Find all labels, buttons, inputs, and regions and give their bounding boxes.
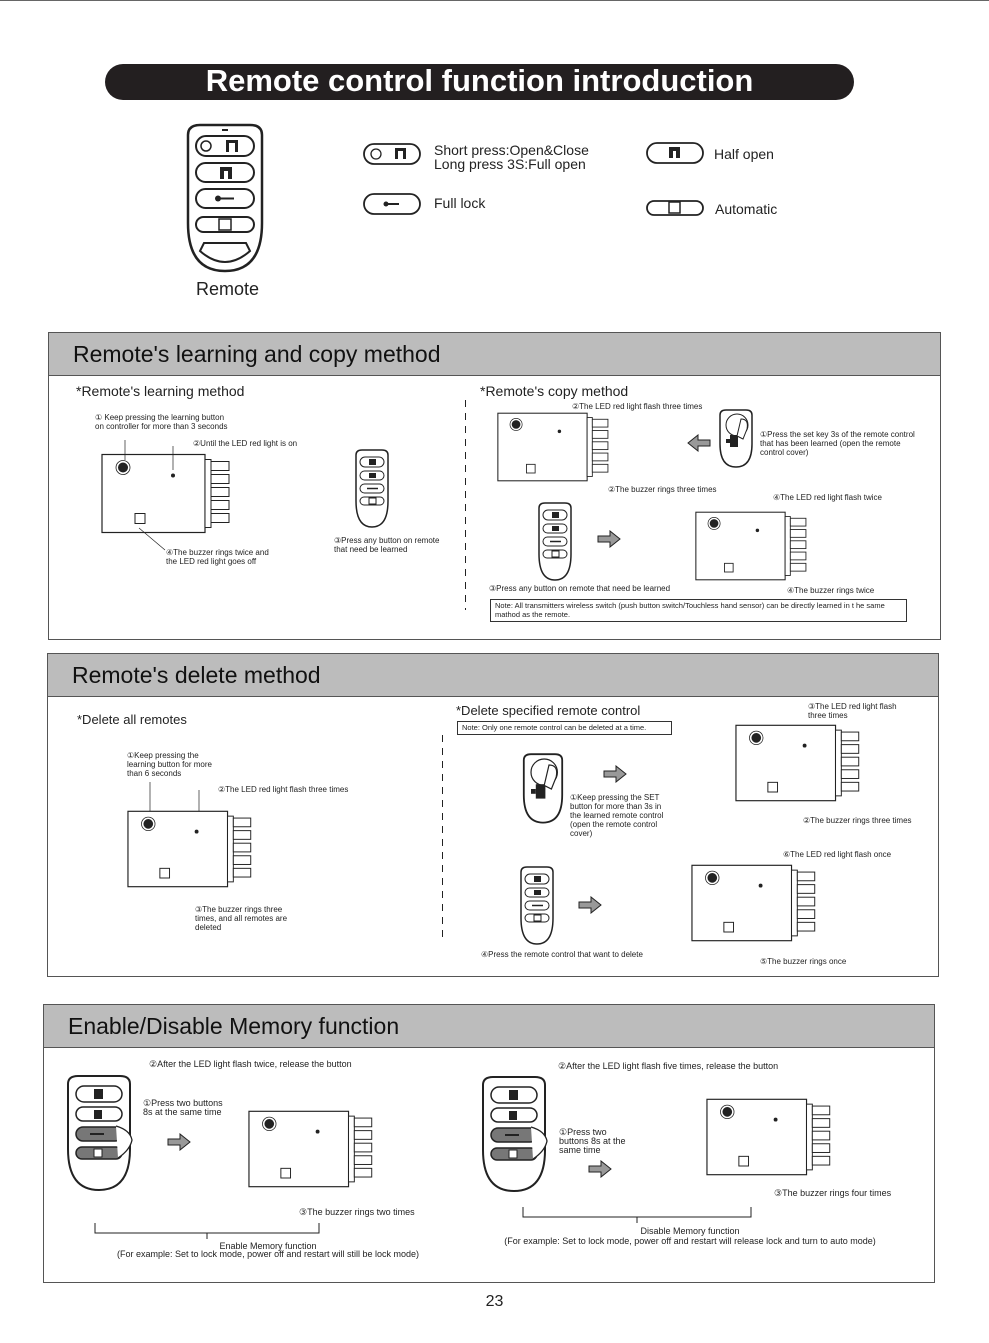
copy-step-1: ①Press the set key 3s of the remote cont… [760, 430, 915, 457]
legend-open-close-long: Long press 3S:Full open [434, 156, 586, 172]
copy-step-3: ③Press any button on remote that need be… [489, 584, 671, 593]
remote-label: Remote [195, 279, 260, 299]
delete-spec-step-2: ②The buzzer rings three times [803, 816, 912, 825]
disable-remote-pressed [482, 1076, 548, 1193]
automatic-button-icon [646, 200, 704, 216]
legend-full-lock: Full lock [434, 195, 486, 211]
half-open-button-icon [646, 142, 704, 164]
delete-specified-title: *Delete specified remote control [456, 703, 641, 718]
copy-step-4a: ④The LED red light flash twice [773, 493, 882, 502]
disable-title: Disable Memory function [640, 1226, 740, 1236]
delete-all-step-2: ②The LED red light flash three times [218, 785, 349, 794]
copy-step-2b: ②The buzzer rings three times [608, 485, 717, 494]
delete-all-title: *Delete all remotes [77, 712, 187, 727]
enable-title: Enable Memory function [219, 1241, 317, 1251]
delete-arrow-2 [578, 896, 602, 914]
disable-controller-board [706, 1097, 851, 1177]
delete-opened-remote [519, 752, 567, 826]
learning-section-header: Remote's learning and copy method [49, 333, 940, 376]
learning-copy-divider [465, 400, 466, 610]
learn-step-3: ③Press any button on remote that need be… [334, 536, 440, 554]
enable-description: (For example: Set to lock mode, power of… [117, 1249, 419, 1259]
open-close-button-icon [363, 143, 421, 165]
enable-step-2: ②After the LED light flash twice, releas… [149, 1059, 352, 1069]
full-lock-button-icon [363, 193, 421, 215]
delete-spec-step-1: ①Keep pressing the SET button for more t… [570, 793, 664, 838]
disable-bracket [522, 1207, 752, 1223]
disable-description: (For example: Set to lock mode, power of… [504, 1236, 876, 1246]
disable-arrow [588, 1160, 612, 1178]
enable-step-1: ①Press two buttons 8s at the same time [143, 1098, 223, 1117]
delete-spec-board-1 [735, 722, 880, 804]
delete-all-step-3: ③The buzzer rings three times, and all r… [195, 905, 288, 932]
copy-step-2a: ②The LED red light flash three times [572, 402, 703, 411]
enable-arrow [167, 1133, 191, 1151]
page-number: 23 [485, 1293, 504, 1310]
disable-step-1: ①Press two buttons 8s at the same time [559, 1127, 626, 1155]
learn-step-4: ④The buzzer rings twice and the LED red … [166, 548, 269, 566]
copy-method-title: *Remote's copy method [480, 383, 629, 399]
learn-step-1: ① Keep pressing the learning button on c… [95, 413, 228, 431]
delete-all-step-1: ①Keep pressing the learning button for m… [127, 751, 212, 778]
learn-step-2: ②Until the LED red light is on [193, 439, 298, 448]
enable-remote-pressed [67, 1075, 133, 1192]
learning-method-title: *Remote's learning method [76, 383, 245, 399]
copy-step-4b: ④The buzzer rings twice [787, 586, 875, 595]
delete-spec-step-6: ⑥The LED red light flash once [783, 850, 892, 859]
disable-step-3: ③The buzzer rings four times [774, 1188, 892, 1198]
delete-all-controller-board [127, 806, 272, 892]
enable-step-3: ③The buzzer rings two times [299, 1207, 415, 1217]
delete-specified-note: Note: Only one remote control can be del… [457, 721, 672, 735]
remote-illustration [186, 123, 264, 273]
copy-note: Note: All transmitters wireless switch (… [490, 599, 907, 622]
top-rule [0, 0, 989, 1]
delete-divider [442, 735, 443, 937]
enable-bracket [94, 1223, 320, 1239]
legend-open-close: Short press:Open&Close [434, 142, 589, 158]
legend-automatic: Automatic [715, 201, 778, 217]
enable-controller-board [248, 1106, 393, 1192]
delete-remote-fob [517, 866, 557, 946]
delete-section-header: Remote's delete method [48, 654, 938, 697]
delete-spec-step-5: ⑤The buzzer rings once [760, 957, 847, 966]
delete-arrow-1 [603, 765, 627, 783]
delete-spec-step-3: ③The LED red light flash three times [808, 702, 897, 720]
memory-section-header: Enable/Disable Memory function [44, 1005, 934, 1048]
disable-step-2: ②After the LED light flash five times, r… [558, 1061, 779, 1071]
legend-half-open: Half open [714, 146, 774, 162]
delete-spec-board-2 [691, 860, 836, 946]
page-title: Remote control function introduction [105, 64, 854, 100]
delete-spec-step-4: ④Press the remote control that want to d… [481, 950, 643, 959]
